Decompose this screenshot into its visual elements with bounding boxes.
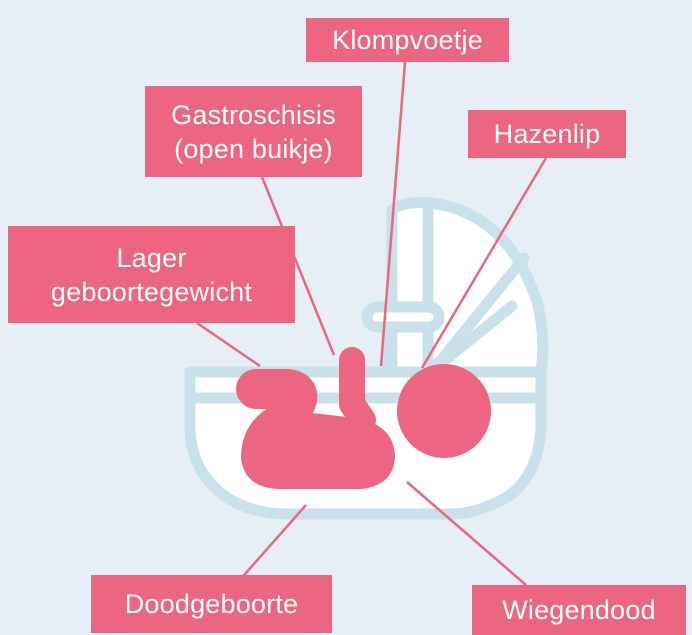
label-gastroschisis-line1: Gastroschisis [171,98,336,132]
label-lager-geboortegewicht: Lager geboortegewicht [8,226,295,323]
label-klompvoetje-text: Klompvoetje [332,23,483,57]
label-hazenlip: Hazenlip [468,110,626,158]
label-gastroschisis: Gastroschisis (open buikje) [145,86,362,177]
label-klompvoetje: Klompvoetje [306,18,509,62]
label-doodgeboorte: Doodgeboorte [91,575,332,633]
label-doodgeboorte-text: Doodgeboorte [125,587,299,621]
label-wiegendood-text: Wiegendood [502,593,656,627]
leader-line-lager-geboortegewicht [197,323,260,366]
label-gastroschisis-line2: (open buikje) [174,132,333,166]
label-hazenlip-text: Hazenlip [494,117,601,151]
label-lager-line2: geboortegewicht [51,275,252,309]
label-wiegendood: Wiegendood [472,585,686,635]
label-lager-line1: Lager [116,241,186,275]
